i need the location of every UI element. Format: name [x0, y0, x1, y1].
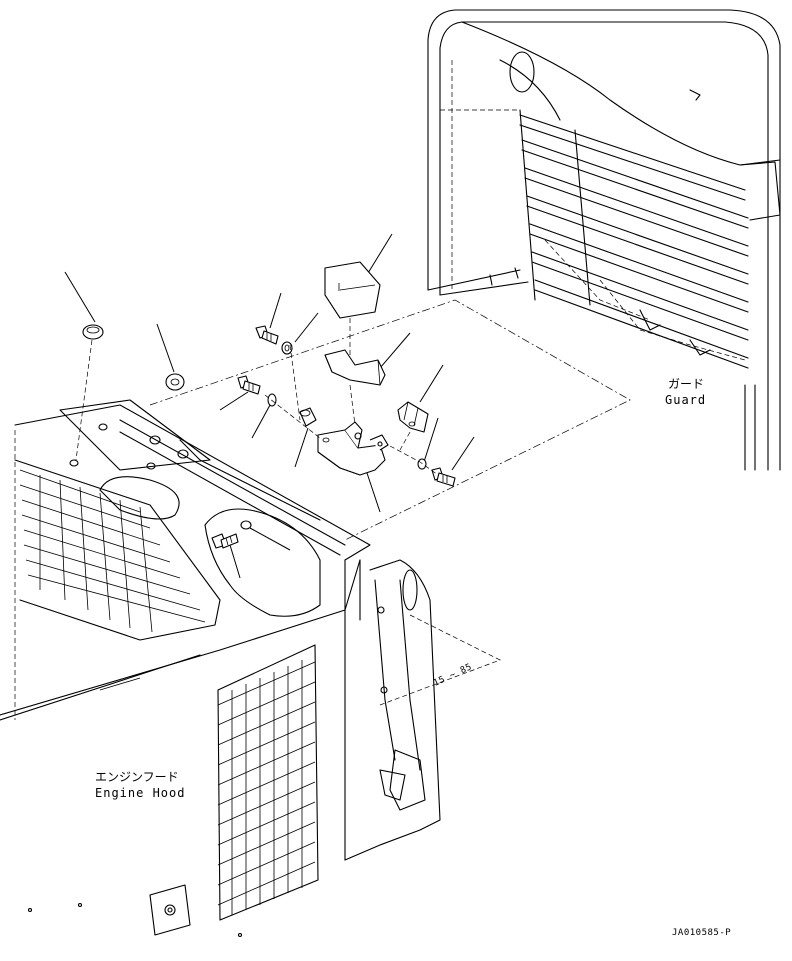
bolt-lower: [211, 533, 241, 579]
engine-hood: 15 ~ 85: [0, 399, 501, 938]
front-grille: [217, 644, 319, 921]
svg-text:15 ~ 85: 15 ~ 85: [432, 662, 474, 689]
bolt-right: [431, 436, 475, 487]
washer-top: [281, 312, 319, 355]
washer-right: [417, 417, 439, 470]
engine-hood-label: エンジンフード Engine Hood: [95, 770, 185, 800]
stopper-plate: [324, 332, 411, 426]
washer-left: [156, 323, 185, 391]
drawing-code: JA010585-P: [672, 928, 731, 938]
bolt-middle: [219, 375, 261, 411]
guard-louvers: [519, 109, 749, 369]
guard-bracket: [397, 364, 444, 433]
guard-frame: [427, 9, 781, 471]
engine-hood-label-en: Engine Hood: [95, 786, 185, 800]
engine-hood-label-jp: エンジンフード: [95, 770, 179, 784]
guard-label-jp: ガード: [668, 377, 704, 391]
spacer-collar: [294, 407, 317, 468]
top-grille: [14, 459, 221, 641]
washer-lower: [240, 520, 291, 551]
bolt-top: [255, 292, 282, 345]
guard-label-en: Guard: [665, 393, 706, 407]
hood-latch-bracket: [317, 421, 389, 513]
grommet: [64, 271, 104, 461]
cushion-block: [324, 233, 393, 355]
lock-washer: [251, 393, 277, 439]
guard-label: ガード Guard: [665, 377, 706, 407]
